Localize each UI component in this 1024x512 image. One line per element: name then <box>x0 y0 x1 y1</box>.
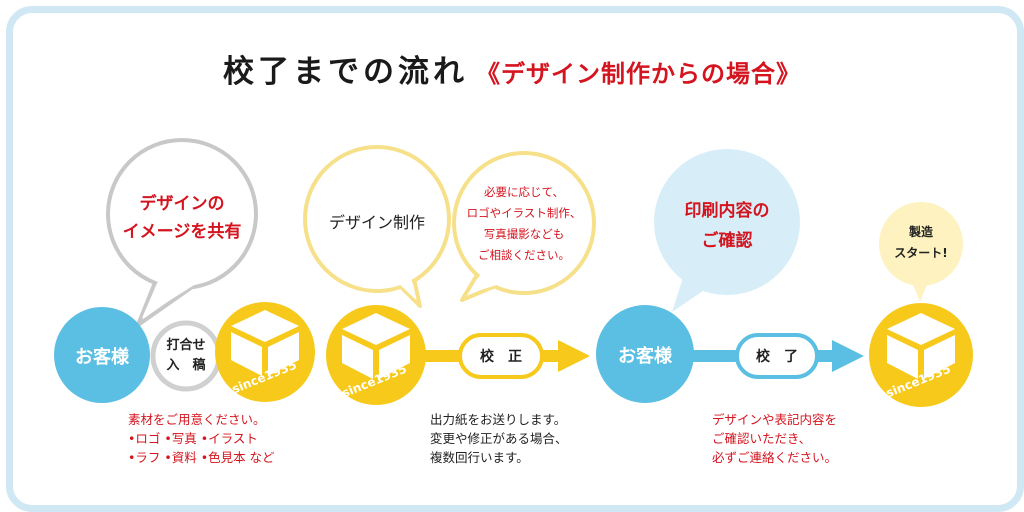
bubble-share-line1: デザインの <box>139 194 225 214</box>
node-meeting-line1: 打合せ <box>166 338 206 353</box>
note-middle-line3: 複数回行います。 <box>430 450 529 465</box>
node-proof-label: 校 正 <box>480 349 522 365</box>
note-left-line1: 素材をご用意ください。 <box>128 412 266 427</box>
note-left-line2: •ロゴ •写真 •イラスト <box>128 431 258 446</box>
bubble-confirm <box>654 149 800 312</box>
note-right-line3: 必ずご連絡ください。 <box>712 450 838 465</box>
bubble-design <box>303 145 451 308</box>
bubble-share-text: デザインの イメージを共有 <box>112 190 252 246</box>
title-main: 校了までの流れ <box>223 54 468 90</box>
node-proof <box>458 333 544 379</box>
note-middle: 出力紙をお送りします。 変更や修正がある場合、 複数回行います。 <box>430 410 568 467</box>
bubble-start-text: 製造 スタート! <box>886 222 956 264</box>
bubble-confirm-line2: ご確認 <box>701 231 753 251</box>
note-right-line2: ご確認いただき、 <box>712 431 812 446</box>
bubble-start-line1: 製造 <box>908 225 933 239</box>
note-left: 素材をご用意ください。 •ロゴ •写真 •イラスト •ラフ •資料 •色見本 な… <box>128 410 275 467</box>
node-final-label: 校 了 <box>756 349 798 365</box>
page-title: 校了までの流れ《デザイン制作からの場合》 <box>0 46 1024 91</box>
node-meeting-label: 打合せ 入 稿 <box>156 336 216 376</box>
bubble-options-line4: ご相談ください。 <box>478 248 570 262</box>
bubble-options-line1: 必要に応じて、 <box>484 185 564 199</box>
box-icon <box>342 313 410 379</box>
note-middle-line2: 変更や修正がある場合、 <box>430 431 568 446</box>
note-left-line3: •ラフ •資料 •色見本 など <box>128 450 275 465</box>
bubble-confirm-text: 印刷内容の ご確認 <box>660 196 794 256</box>
bubble-options-line3: 写真撮影なども <box>483 227 565 241</box>
bubble-options <box>452 151 596 302</box>
bubble-share <box>106 138 258 327</box>
note-right-line1: デザインや表記内容を <box>712 412 838 427</box>
note-right: デザインや表記内容を ご確認いただき、 必ずご連絡ください。 <box>712 410 837 467</box>
box-icon <box>231 310 299 376</box>
note-middle-line1: 出力紙をお送りします。 <box>430 412 567 427</box>
node-customer-1-label: お客様 <box>75 347 129 368</box>
box-icon <box>887 313 955 379</box>
bubble-confirm-line1: 印刷内容の <box>684 201 770 221</box>
node-final <box>735 333 819 379</box>
title-sub: 《デザイン制作からの場合》 <box>476 60 801 88</box>
node-customer-2-label: お客様 <box>618 346 672 367</box>
bubble-options-text: 必要に応じて、 ロゴやイラスト制作、 写真撮影なども ご相談ください。 <box>458 182 590 266</box>
bubble-share-line2: イメージを共有 <box>122 222 242 242</box>
node-customer-2 <box>596 305 694 403</box>
bubble-options-line2: ロゴやイラスト制作、 <box>466 206 582 220</box>
node-meeting-line2: 入 稿 <box>166 358 206 373</box>
bubble-start-line2: スタート! <box>894 246 948 260</box>
bubble-start <box>879 202 963 302</box>
bubble-design-text: デザイン制作 <box>328 213 425 232</box>
node-customer-1 <box>54 307 150 403</box>
